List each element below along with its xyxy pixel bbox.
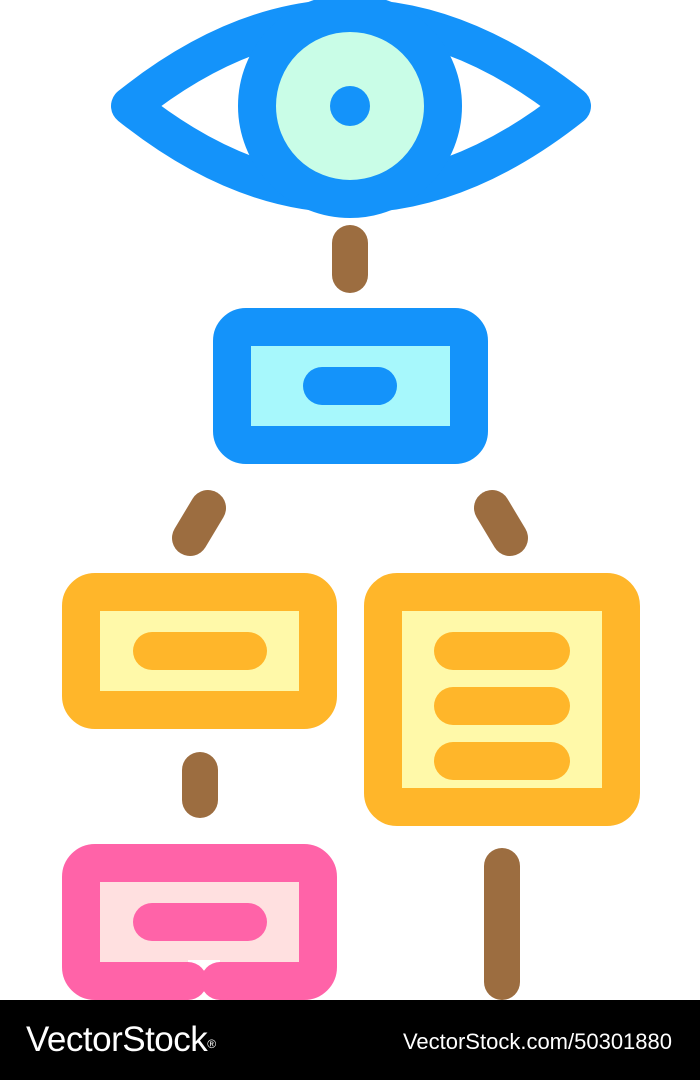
left-node-box xyxy=(62,573,337,729)
watermark-id: VectorStock.com/50301880 xyxy=(402,1029,672,1054)
root-node-box xyxy=(213,308,488,464)
bottom-node-box xyxy=(62,844,337,1000)
eye-icon xyxy=(111,0,591,218)
bottom-node-gap-cap-right xyxy=(201,962,239,1000)
watermark-brand-name: VectorStock xyxy=(26,1020,208,1059)
connector-root-to-right xyxy=(474,490,528,556)
connector-root-to-left xyxy=(172,490,226,556)
watermark-brand: VectorStock® xyxy=(26,1018,216,1062)
right-node-box-list xyxy=(364,573,640,826)
flowchart-illustration xyxy=(62,0,640,1000)
watermark-registered-mark: ® xyxy=(207,1037,216,1051)
bottom-node-gap-cap-left xyxy=(169,962,207,1000)
eye-pupil xyxy=(330,86,370,126)
watermark-bar: VectorStock® VectorStock.com/50301880 xyxy=(0,1000,700,1080)
